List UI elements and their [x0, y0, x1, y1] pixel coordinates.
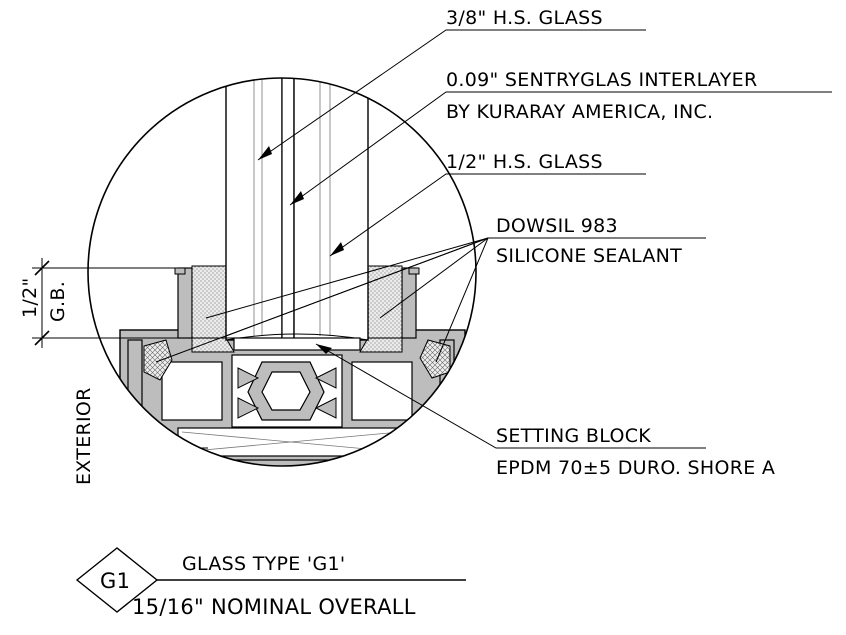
glass-type-tag: G1 [100, 569, 130, 593]
label-sealant: DOWSIL 983 [496, 215, 618, 237]
silicone-sealant [191, 265, 403, 353]
label-sealant-type: SILICONE SEALANT [496, 245, 682, 267]
detail-circle [87, 77, 477, 467]
label-dim-value: 1/2" [19, 277, 41, 318]
setting-block [233, 337, 361, 351]
dimension-gb [32, 258, 234, 348]
frame-profile [119, 329, 466, 466]
label-inner-glass: 1/2" H.S. GLASS [446, 151, 603, 173]
label-interlayer-maker: BY KURARAY AMERICA, INC. [446, 101, 713, 123]
glass-type-subtitle: 15/16" NOMINAL OVERALL [132, 595, 416, 619]
glass-type-callout: G1 GLASS TYPE 'G1' 15/16" NOMINAL OVERAL… [75, 547, 466, 619]
label-setting-block-spec: EPDM 70±5 DURO. SHORE A [496, 457, 775, 479]
label-dim-gb: G.B. [47, 281, 69, 322]
label-outer-glass: 3/8" H.S. GLASS [446, 7, 603, 29]
glass-type-title: GLASS TYPE 'G1' [182, 553, 345, 575]
label-setting-block: SETTING BLOCK [496, 425, 651, 447]
label-exterior: EXTERIOR [73, 387, 95, 485]
label-interlayer: 0.09" SENTRYGLAS INTERLAYER [446, 69, 758, 91]
laminated-glass [225, 78, 369, 341]
glazing-stops [174, 267, 420, 339]
gaskets [143, 339, 451, 381]
detail-contents [119, 78, 466, 466]
